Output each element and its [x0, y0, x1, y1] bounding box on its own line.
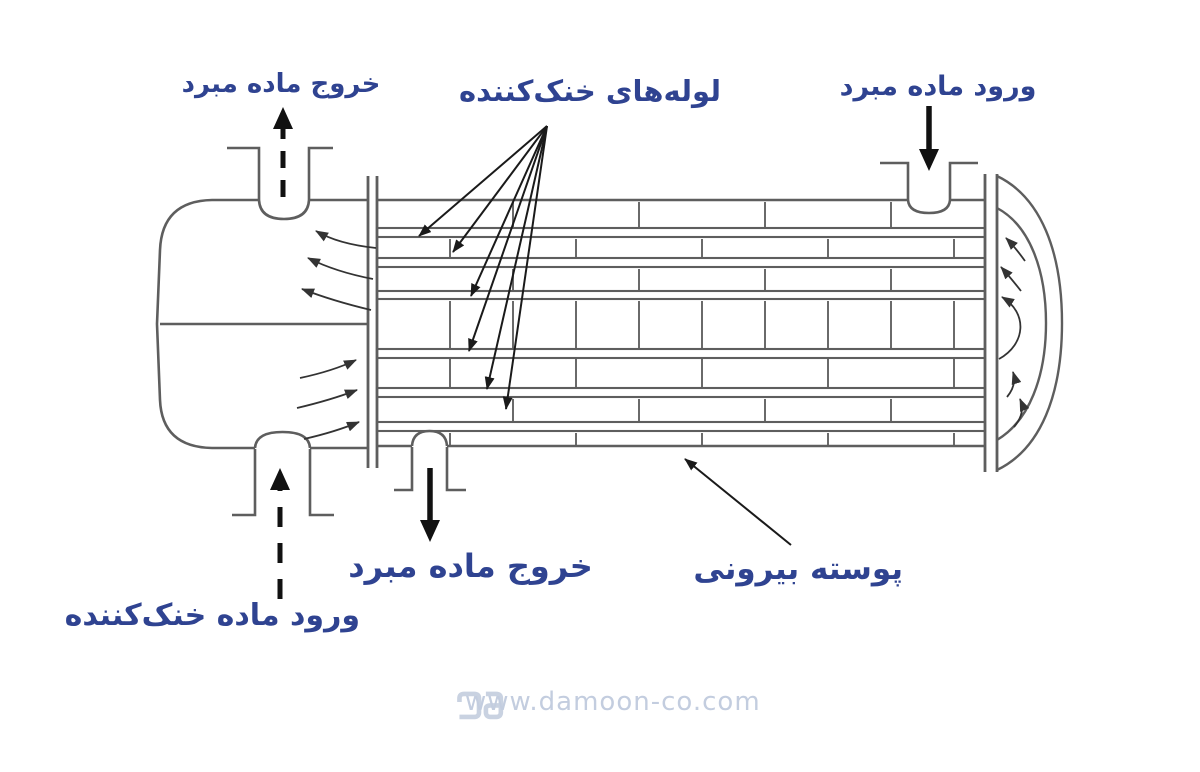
top-right-nozzle — [880, 161, 978, 200]
cooling-tubes — [375, 226, 987, 433]
label-refrigerant-out-top: خروج ماده مبرد — [181, 69, 381, 99]
label-outer-shell: پوسته بیرونی — [693, 551, 903, 587]
label-refrigerant-in: ورود ماده مبرد — [839, 71, 1037, 102]
tube-sheets — [366, 174, 999, 472]
label-refrigerant-out-bottom: خروج ماده مبرد — [348, 547, 593, 585]
bottom-left-nozzle — [232, 449, 334, 517]
baffle-plates — [449, 202, 955, 445]
shell-pointer-arrow — [684, 458, 792, 546]
port-arrows — [270, 106, 939, 599]
label-cooling-tubes: لوله‌های خنک‌کننده — [458, 74, 722, 108]
flow-arrows — [296, 230, 1030, 440]
left-bonnet — [155, 198, 368, 450]
right-return-bonnet — [996, 174, 1064, 472]
outer-shell — [377, 198, 985, 448]
tube-pointer-arrows — [418, 125, 548, 410]
watermark: www.damoon-co.com — [455, 684, 761, 720]
top-left-nozzle — [227, 146, 333, 200]
nozzles — [227, 146, 978, 517]
label-coolant-in: ورود ماده خنک‌کننده — [64, 598, 360, 633]
bottom-shell-nozzle — [394, 447, 466, 492]
watermark-url-text: www.damoon-co.com — [465, 687, 761, 717]
damoon-logo-icon — [457, 691, 504, 720]
